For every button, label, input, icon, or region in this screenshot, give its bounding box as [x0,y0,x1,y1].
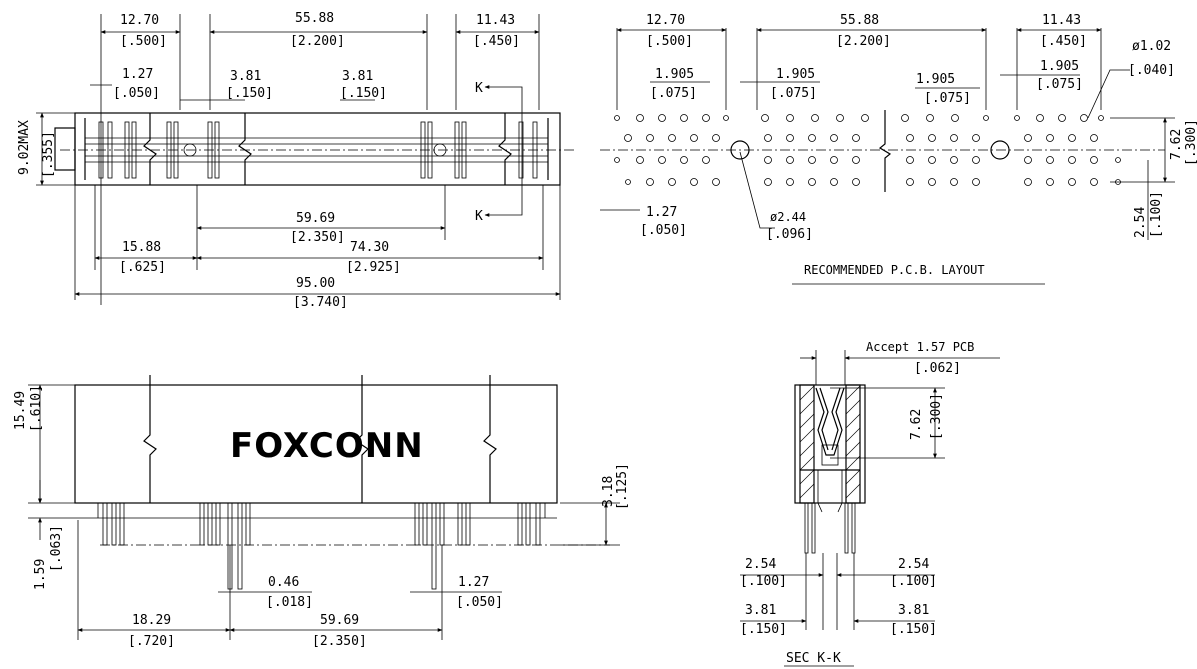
pcb-dim-1905d-in: [.075] [1036,77,1083,92]
front-dim-127: 1.27 [458,575,489,590]
top-dim-1143-in: [.450] [473,34,520,49]
section-dim-254-left: 2.54 [745,557,776,572]
top-dim-5969: 59.69 [296,211,335,226]
top-dim-1270-in: [.500] [120,34,167,49]
section-hatch [799,385,861,499]
section-caption: SEC K-K [786,651,841,666]
pcb-dim-1905d: 1.905 [1040,59,1079,74]
front-dim-1829: 18.29 [132,613,171,628]
section-dim-381-right-in: [.150] [890,622,937,637]
pcb-dim-peg-in: [.096] [766,227,813,242]
section-dim-381-left-in: [.150] [740,622,787,637]
pcb-dim-1905b: 1.905 [776,67,815,82]
front-dim-1549: 15.49 [13,391,28,430]
pcb-dim-1270-in: [.500] [646,34,693,49]
pcb-dim-1905b-in: [.075] [770,86,817,101]
pcb-dim-1905a-in: [.075] [650,86,697,101]
front-dim-318-in: [.125] [615,463,630,510]
top-dim-5588: 55.88 [295,11,334,26]
pcb-caption: RECOMMENDED P.C.B. LAYOUT [804,263,985,277]
pcb-dim-254: 2.54 [1133,207,1148,238]
pcb-holes [614,114,1121,186]
top-dim-7430-in: [2.925] [346,260,401,275]
front-dim-159: 1.59 [33,559,48,590]
top-dim-381b-in: [.150] [340,86,387,101]
pcb-dim-hole: ø1.02 [1132,39,1171,54]
section-dim-381-left: 3.81 [745,603,776,618]
section-dim-381-right: 3.81 [898,603,929,618]
section-view: Accept 1.57 PCB [.062] 7.62 [.300] 2.54 … [740,340,1000,667]
top-dim-9500: 95.00 [296,276,335,291]
top-dim-381a: 3.81 [230,69,261,84]
pcb-dim-1270: 12.70 [646,13,685,28]
section-dim-762: 7.62 [909,409,924,440]
section-mark-k-bottom: K [475,209,483,224]
top-dim-5969-in: [2.350] [290,230,345,245]
front-dim-5969-in: [2.350] [312,634,367,649]
pcb-dim-254-in: [.100] [1149,191,1164,238]
top-view: 12.70 [.500] 55.88 [2.200] 11.43 [.450] … [17,11,575,310]
top-dim-381a-in: [.150] [226,86,273,101]
top-dim-127-in: [.050] [113,86,160,101]
top-pins [98,121,538,179]
pcb-layout: 12.70 [.500] 55.88 [2.200] 11.43 [.450] … [600,13,1197,285]
front-view: FOXCONN [13,375,630,649]
front-dim-159-in: [.063] [49,525,64,572]
section-dim-254-right-in: [.100] [890,574,937,589]
pcb-dim-5588: 55.88 [840,13,879,28]
top-dim-9500-in: [3.740] [293,295,348,310]
pcb-dim-5588-in: [2.200] [836,34,891,49]
section-pcb-note: Accept 1.57 PCB [866,340,974,354]
top-dim-5588-in: [2.200] [290,34,345,49]
front-dim-5969: 59.69 [320,613,359,628]
brand-logo: FOXCONN [230,426,424,466]
pcb-dim-1905c: 1.905 [916,72,955,87]
front-dim-046: 0.46 [268,575,299,590]
top-dim-1588: 15.88 [122,240,161,255]
section-dim-254-right: 2.54 [898,557,929,572]
top-dim-127: 1.27 [122,67,153,82]
section-dim-254-left-in: [.100] [740,574,787,589]
pcb-dim-peg: ø2.44 [770,210,806,224]
pcb-dim-1143-in: [.450] [1040,34,1087,49]
section-mark-k-top: K [475,81,483,96]
front-dim-318: 3.18 [601,476,616,507]
pcb-dim-127-in: [.050] [640,223,687,238]
pcb-dim-1905a: 1.905 [655,67,694,82]
top-dim-1143: 11.43 [476,13,515,28]
section-pcb-note-in: [.062] [914,361,961,376]
top-dim-height: 9.02MAX [17,120,32,175]
pcb-dim-762-in: [.300] [1184,119,1197,166]
top-dim-height-in: [.355] [41,131,56,178]
front-dim-046-in: [.018] [266,595,313,610]
front-dim-1549-in: [.610] [29,385,44,432]
section-pins [804,470,856,554]
front-dim-127-in: [.050] [456,595,503,610]
pcb-dim-762: 7.62 [1169,129,1184,160]
top-dim-7430: 74.30 [350,240,389,255]
pcb-dim-1905c-in: [.075] [924,91,971,106]
pcb-dim-hole-in: [.040] [1128,63,1175,78]
top-dim-1588-in: [.625] [119,260,166,275]
front-pins [102,502,541,590]
section-dim-762-in: [.300] [929,393,944,440]
top-dim-381b: 3.81 [342,69,373,84]
front-dim-1829-in: [.720] [128,634,175,649]
pcb-dim-1143: 11.43 [1042,13,1081,28]
top-dim-1270: 12.70 [120,13,159,28]
pcb-dim-127: 1.27 [646,205,677,220]
